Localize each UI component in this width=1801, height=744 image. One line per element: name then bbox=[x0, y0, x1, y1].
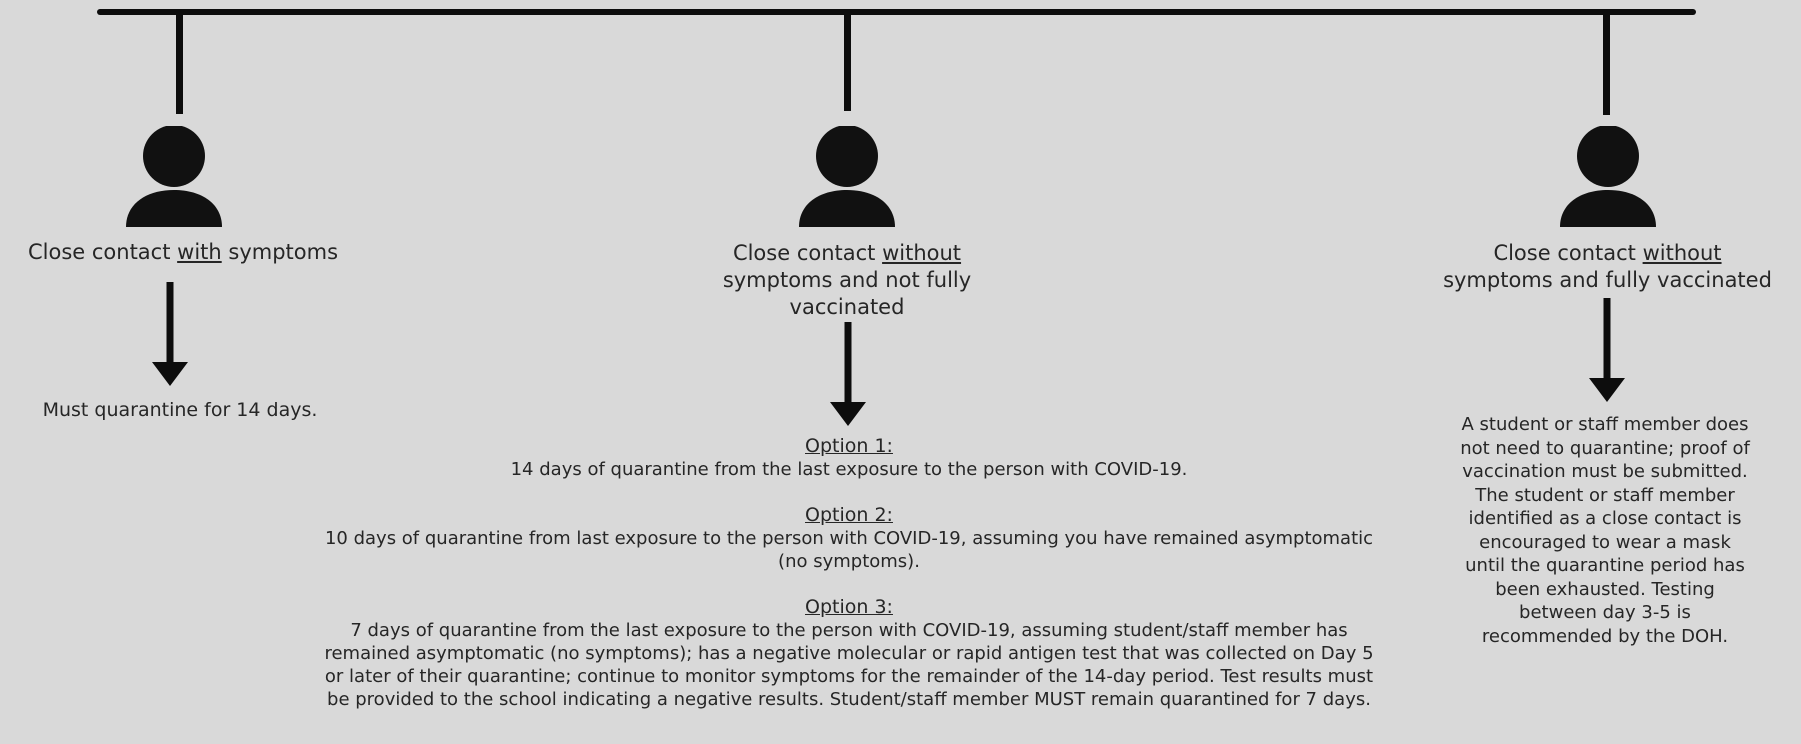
connector-drop-2 bbox=[844, 12, 851, 111]
option-text: 10 days of quarantine from last exposure… bbox=[324, 528, 1374, 572]
option-3: Option 3: 7 days of quarantine from the … bbox=[302, 596, 1396, 711]
result-with-symptoms: Must quarantine for 14 days. bbox=[42, 399, 318, 421]
label-pre: Close contact bbox=[27, 240, 178, 264]
arrow-down-icon bbox=[1589, 298, 1625, 402]
option-title: Option 2: bbox=[805, 504, 893, 526]
label-post: symptoms and not fully vaccinated bbox=[722, 268, 972, 319]
label-emphasis: without bbox=[882, 241, 962, 265]
option-1: Option 1: 14 days of quarantine from the… bbox=[302, 435, 1396, 481]
arrow-down-icon bbox=[830, 322, 866, 426]
options-block: Option 1: 14 days of quarantine from the… bbox=[302, 435, 1396, 734]
option-text: 14 days of quarantine from the last expo… bbox=[510, 459, 1188, 480]
label-pre: Close contact bbox=[732, 241, 883, 265]
label-post: symptoms and fully vaccinated bbox=[1443, 268, 1772, 292]
label-emphasis: with bbox=[177, 240, 222, 264]
label-emphasis: without bbox=[1642, 241, 1722, 265]
option-title: Option 1: bbox=[805, 435, 893, 457]
connector-drop-3 bbox=[1603, 12, 1610, 115]
result-vaccinated: A student or staff member does not need … bbox=[1460, 414, 1750, 647]
label-without-symptoms-vaccinated: Close contact without symptoms and fully… bbox=[1420, 240, 1795, 294]
label-without-symptoms-not-vaccinated: Close contact without symptoms and not f… bbox=[700, 240, 994, 321]
option-title: Option 3: bbox=[805, 596, 893, 618]
top-connector-bar bbox=[97, 9, 1696, 15]
label-post: symptoms bbox=[221, 240, 339, 264]
option-2: Option 2: 10 days of quarantine from las… bbox=[302, 504, 1396, 573]
person-icon bbox=[1560, 126, 1656, 227]
label-with-symptoms: Close contact with symptoms bbox=[0, 239, 366, 266]
person-icon bbox=[126, 126, 222, 227]
arrow-down-icon bbox=[152, 282, 188, 386]
option-text: 7 days of quarantine from the last expos… bbox=[324, 620, 1374, 710]
label-pre: Close contact bbox=[1493, 241, 1643, 265]
person-icon bbox=[799, 126, 895, 227]
connector-drop-1 bbox=[176, 12, 183, 114]
